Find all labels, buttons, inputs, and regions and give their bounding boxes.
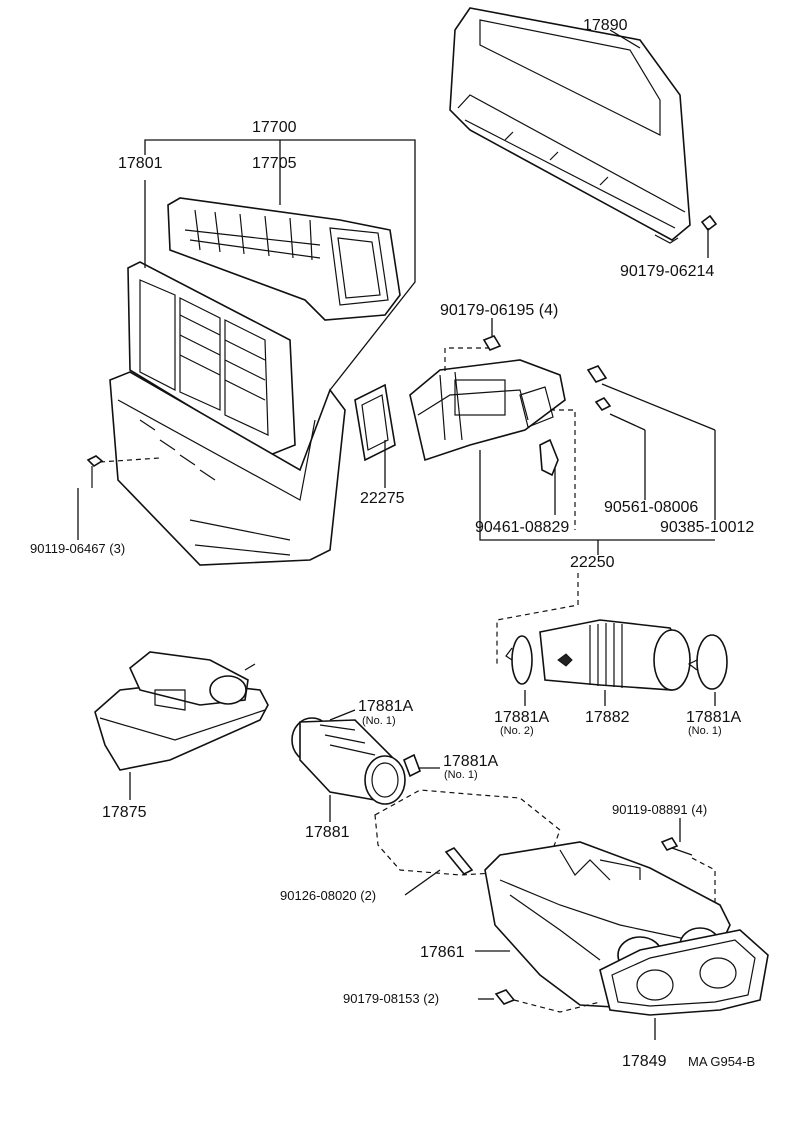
- clamp-17881A-no2: [505, 635, 533, 685]
- label-90119-08891: 90119-08891 (4): [612, 802, 707, 817]
- label-17881A-top-qty: (No. 1): [362, 715, 396, 727]
- label-17881A-mid-qty: (No. 1): [444, 769, 478, 781]
- clamp-90461-08829: [539, 438, 559, 477]
- label-17861: 17861: [420, 944, 465, 961]
- clip-90179-06214: [700, 214, 718, 232]
- gasket-17849: [599, 929, 769, 1016]
- label-17890: 17890: [583, 17, 628, 34]
- air-cleaner-case-lower: [109, 371, 346, 566]
- label-17881A-no2-qty: (No. 2): [500, 725, 534, 737]
- label-17881A-no1-right-qty: (No. 1): [688, 725, 722, 737]
- label-17700: 17700: [252, 119, 297, 136]
- label-17881A-mid: 17881A: [443, 753, 498, 770]
- label-22275: 22275: [360, 490, 405, 507]
- air-hose-17881: [291, 717, 406, 805]
- label-17875: 17875: [102, 804, 147, 821]
- label-17881A-top: 17881A: [358, 698, 413, 715]
- label-17849: 17849: [622, 1053, 667, 1070]
- label-90385-10012: 90385-10012: [660, 519, 754, 536]
- label-90179-06195: 90179-06195 (4): [440, 302, 558, 319]
- figure-code: MA G954-B: [688, 1054, 755, 1069]
- air-duct-cover-17890: [449, 7, 691, 244]
- clip-90179-08153: [494, 989, 516, 1005]
- grommet-90385-10012: [586, 365, 608, 383]
- label-17801: 17801: [118, 155, 163, 172]
- label-90561-08006: 90561-08006: [604, 499, 698, 516]
- label-17881A-no2: 17881A: [494, 709, 549, 726]
- label-90119-06467: 90119-06467 (3): [30, 541, 125, 556]
- label-17881A-no1-right: 17881A: [686, 709, 741, 726]
- clamp-17881A-no1-right: [687, 634, 728, 690]
- label-22250: 22250: [570, 554, 615, 571]
- air-cleaner-upper-cap-17705: [167, 197, 401, 321]
- air-filter-element-17801: [127, 261, 296, 456]
- label-90126-08020: 90126-08020 (2): [280, 888, 376, 903]
- gasket-22275: [354, 383, 396, 462]
- label-17882: 17882: [585, 709, 630, 726]
- label-17881: 17881: [305, 824, 350, 841]
- label-90179-08153: 90179-08153 (2): [343, 991, 439, 1006]
- label-90179-06214: 90179-06214: [620, 263, 714, 280]
- stud-90126-08020: [444, 846, 474, 876]
- air-intake-connector-22250: [409, 359, 566, 462]
- label-90461-08829: 90461-08829: [475, 519, 569, 536]
- resonator-17875: [94, 651, 269, 771]
- bolt-90561-08006: [594, 396, 612, 412]
- bolt-90119-06467: [86, 455, 104, 488]
- clamp-17881A-mid: [402, 753, 422, 778]
- hose-17882: [539, 619, 691, 691]
- clip-90179-06195: [482, 335, 502, 351]
- bolt-90119-08891: [660, 837, 693, 856]
- label-17705: 17705: [252, 155, 297, 172]
